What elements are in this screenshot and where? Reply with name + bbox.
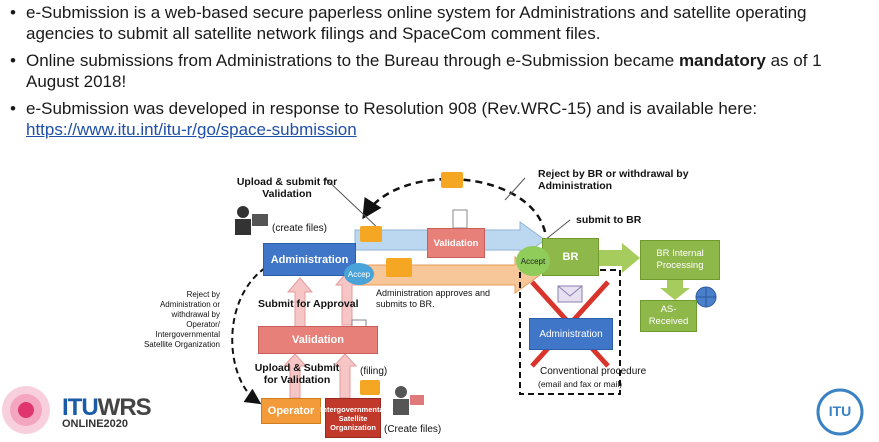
br-internal-box[interactable]: BR Internal Processing (640, 240, 720, 280)
person-icon (237, 206, 249, 218)
label-submit-to-br: submit to BR (576, 214, 642, 226)
label-conventional-sub: (email and fax or mail) (538, 379, 623, 389)
desk-icon (410, 395, 424, 405)
bullet-2-bold: mandatory (678, 51, 766, 70)
bullet-dot: • (10, 51, 16, 70)
callout-reject (504, 177, 526, 201)
flow-arrow-operator-up (282, 353, 308, 399)
itu-wrs-logo: ITUWRS ONLINE2020 (62, 394, 152, 430)
person-body (235, 219, 251, 235)
reject-admin-arc (231, 267, 266, 405)
bullet-list: • e-Submission is a web-based secure pap… (8, 2, 868, 146)
br-box[interactable]: BR (542, 238, 599, 276)
administration-box[interactable]: Administration (263, 243, 356, 276)
label-submit-approval: Submit for Approval (258, 298, 359, 310)
bullet-2-text-after: as of 1 August 2018! (26, 51, 822, 91)
bullet-1-text: e-Submission is a web-based secure paper… (26, 3, 807, 43)
bullet-dot: • (10, 99, 16, 118)
folder-icon (360, 380, 380, 395)
label-conventional: Conventional procedure (540, 366, 647, 377)
validation-bottom-box[interactable]: Validation (258, 326, 378, 354)
accept-circle-br: Accept (516, 246, 550, 276)
as-received-box[interactable]: AS-Received (640, 300, 697, 332)
bullet-3: • e-Submission was developed in response… (8, 98, 868, 140)
igso-box[interactable]: Intergovernmental Satellite Organization (320, 398, 386, 438)
itu-emblem-text: ITU (828, 403, 852, 419)
bullet-3-text: e-Submission was developed in response t… (26, 99, 758, 118)
folder-icon (386, 258, 412, 277)
bullet-2-text-before: Online submissions from Administrations … (26, 51, 679, 70)
bullet-dot: • (10, 3, 16, 22)
label-filing: (filing) (360, 366, 388, 377)
callout-upload (324, 177, 381, 231)
logo-wrs-text: WRS (97, 394, 152, 421)
document-icon (452, 209, 468, 229)
desk-icon (252, 214, 268, 226)
flow-arrow-validation-to-admin (286, 277, 314, 329)
bullet-2: • Online submissions from Administration… (8, 50, 868, 92)
envelope-icon (557, 285, 583, 303)
person-icon (395, 386, 407, 398)
callout-submit-br (544, 219, 571, 241)
label-reject-br: Reject by BR or withdrawal by Administra… (538, 168, 689, 192)
bullet-1: • e-Submission is a web-based secure pap… (8, 2, 868, 44)
label-admin-approves: Administration approves and submits to B… (376, 288, 491, 309)
flow-arrow-igso-up (332, 353, 358, 399)
label-create-files-bottom: (Create files) (384, 424, 442, 435)
administration-crossed-box: Administration (529, 318, 613, 350)
folder-icon (360, 226, 382, 242)
folder-icon (441, 172, 463, 188)
validation-top-box[interactable]: Validation (427, 228, 485, 258)
label-create-files-top: (create files) (272, 223, 328, 234)
label-upload-validation-bottom: Upload & Submit for Validation (254, 362, 340, 386)
logo-online-text: ONLINE2020 (62, 418, 129, 430)
flow-arrow-br-internal (598, 243, 640, 273)
itu-emblem (816, 388, 864, 436)
e-submission-link[interactable]: https://www.itu.int/itu-r/go/space-submi… (26, 120, 357, 139)
person-body (393, 399, 409, 415)
logo-itu-text: ITU (62, 394, 99, 421)
accept-circle-admin: Accep (344, 263, 374, 285)
label-upload-validation-top: Upload & submit for Validation (236, 176, 338, 200)
label-reject-admin-left: Reject by Administration or withdrawal b… (143, 290, 220, 349)
flow-arrow-as-received (660, 280, 690, 300)
operator-box[interactable]: Operator (261, 398, 321, 424)
